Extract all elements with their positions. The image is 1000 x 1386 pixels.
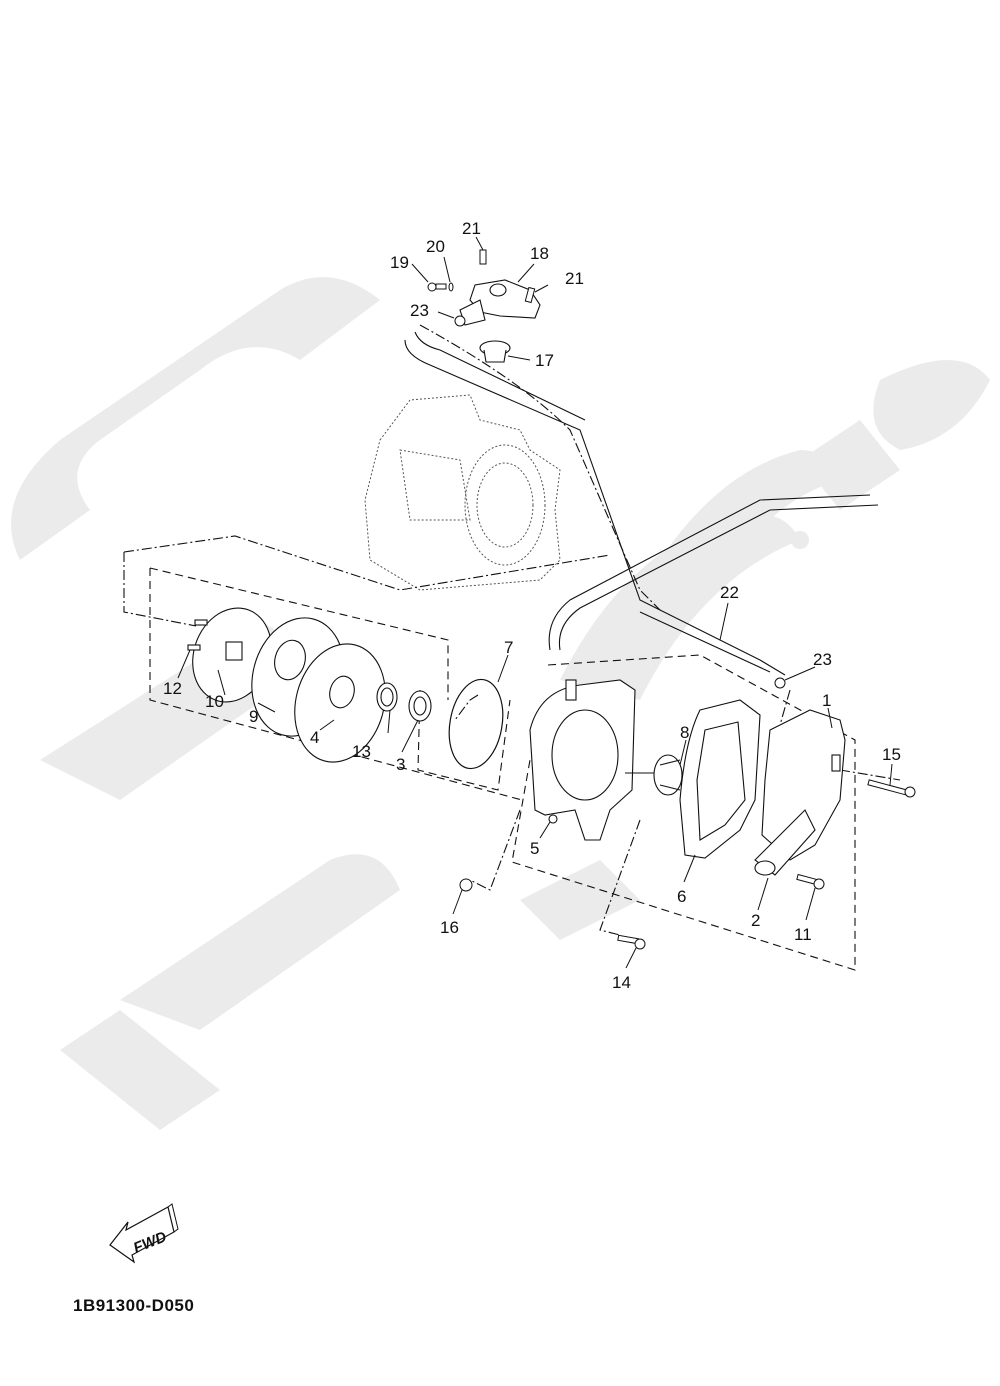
dashed-boxes <box>149 567 856 971</box>
callout-23: 23 <box>813 650 832 669</box>
pump-housing <box>529 679 636 841</box>
callout-23: 23 <box>410 301 429 320</box>
bolts <box>617 779 916 950</box>
callout-13: 13 <box>352 742 371 761</box>
callout-14: 14 <box>612 973 631 992</box>
callout-3: 3 <box>396 755 405 774</box>
pump-cover <box>754 709 846 876</box>
callout-19: 19 <box>390 253 409 272</box>
callout-15: 15 <box>882 745 901 764</box>
callout-5: 5 <box>530 839 539 858</box>
seals <box>376 682 432 722</box>
callout-12: 12 <box>163 679 182 698</box>
callout-8: 8 <box>680 723 689 742</box>
callout-4: 4 <box>310 728 319 747</box>
fwd-arrow-icon: FWD <box>109 1203 179 1264</box>
callout-16: 16 <box>440 918 459 937</box>
callout-6: 6 <box>677 887 686 906</box>
callout-11: 11 <box>794 925 812 944</box>
callout-20: 20 <box>426 237 445 256</box>
assembly-lines <box>123 324 901 936</box>
small-parts <box>427 249 786 892</box>
engine-block-outline <box>364 394 561 591</box>
thermostat-housing <box>459 279 541 326</box>
diagram-code: 1B91300-D050 <box>73 1296 195 1315</box>
callout-22: 22 <box>720 583 739 602</box>
o-ring <box>448 678 504 770</box>
hoses <box>404 331 879 676</box>
callout-10: 10 <box>205 692 224 711</box>
callout-1: 1 <box>822 691 831 710</box>
gasket <box>679 699 761 859</box>
callout-21: 21 <box>462 219 481 238</box>
callout-21: 21 <box>565 269 584 288</box>
thermostat <box>479 340 511 363</box>
plates <box>251 617 386 763</box>
callout-17: 17 <box>535 351 554 370</box>
callout-labels: 21 20 19 18 21 23 17 22 23 7 1 8 15 12 1… <box>163 219 901 992</box>
callout-18: 18 <box>530 244 549 263</box>
impeller <box>625 754 683 796</box>
leader-lines <box>177 236 893 969</box>
watermark <box>11 277 990 1130</box>
callout-9: 9 <box>249 707 258 726</box>
callout-7: 7 <box>504 638 513 657</box>
callout-2: 2 <box>751 911 760 930</box>
